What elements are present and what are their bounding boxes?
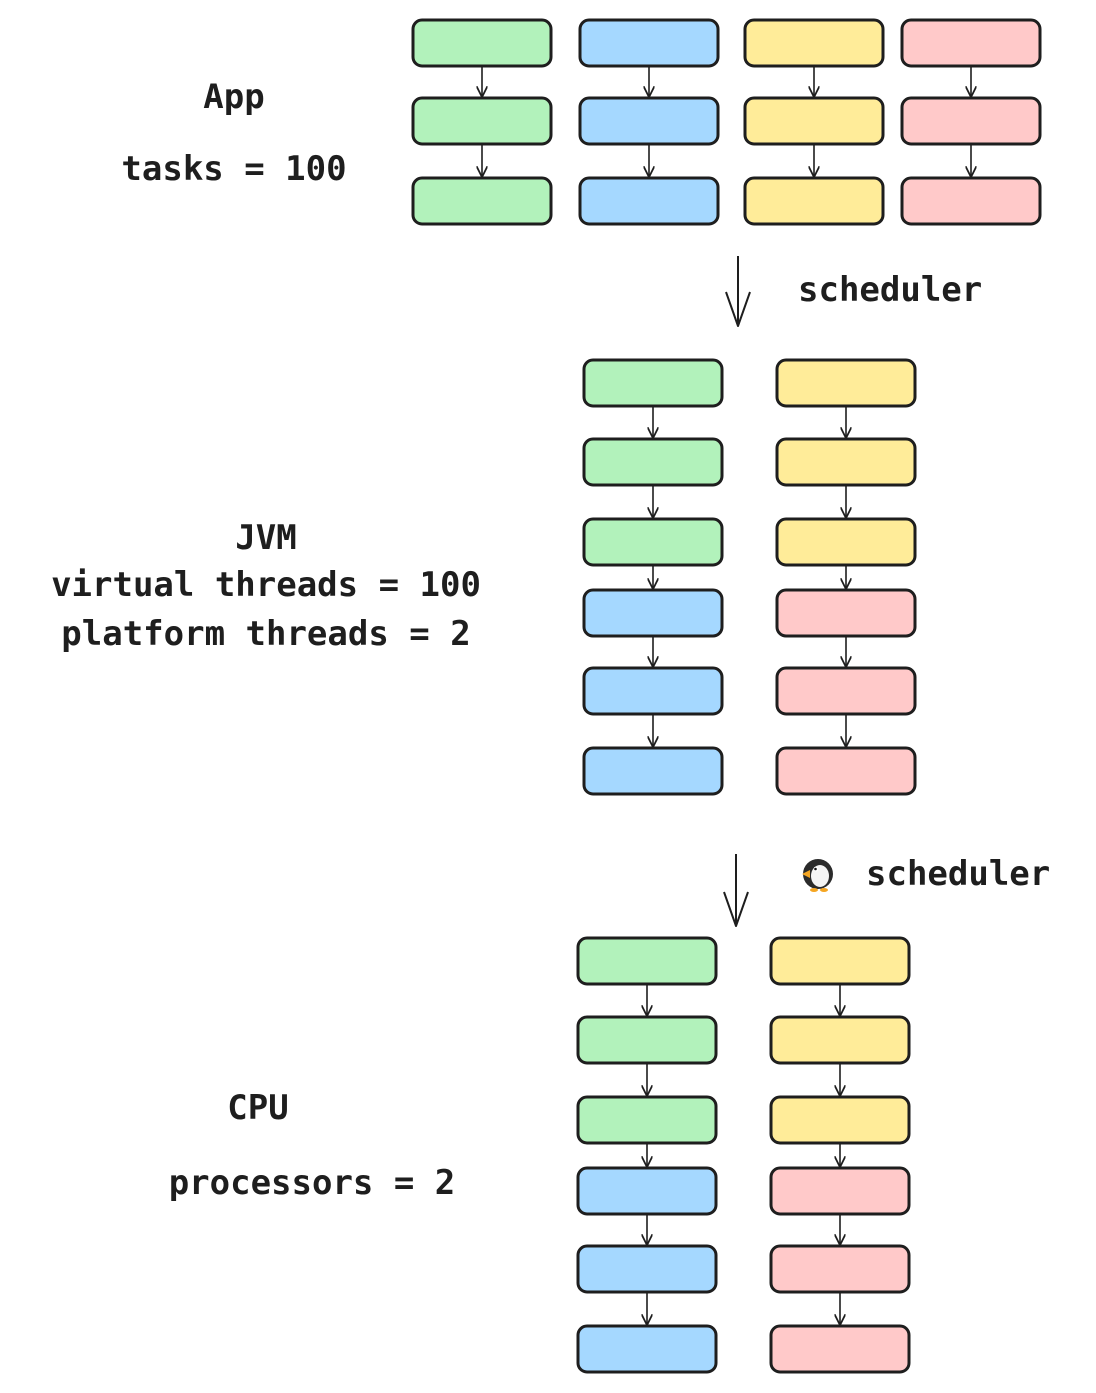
cpu-processor-columns: [576, 936, 911, 1374]
app-task-box-red: [900, 176, 1042, 226]
app-task-box-yellow: [743, 96, 885, 146]
cpu-slot-box-yellow: [769, 1095, 911, 1145]
jvm-thread-box-red: [775, 588, 917, 638]
jvm-thread-box-blue: [582, 588, 724, 638]
cpu-slot-box-yellow: [769, 936, 911, 986]
jvm-thread-box-green: [582, 358, 724, 408]
jvm-virtual-threads: virtual threads = 100: [51, 565, 481, 605]
app-task-box-red: [900, 18, 1042, 68]
cpu-slot-box-blue: [576, 1244, 718, 1294]
cpu-slot-box-blue: [576, 1166, 718, 1216]
app-task-box-yellow: [743, 18, 885, 68]
cpu-slot-box-red: [769, 1244, 911, 1294]
app-task-box-red: [900, 96, 1042, 146]
jvm-thread-box-blue: [582, 746, 724, 796]
scheduler-arrow-jvm-to-cpu: [723, 854, 749, 927]
app-task-box-yellow: [743, 176, 885, 226]
scheduler-label-os: scheduler: [866, 854, 1051, 894]
cpu-slot-box-green: [576, 936, 718, 986]
cpu-slot-box-red: [769, 1324, 911, 1374]
scheduler-arrow-app-to-jvm: [725, 256, 751, 327]
cpu-slot-box-yellow: [769, 1015, 911, 1065]
jvm-thread-box-yellow: [775, 437, 917, 487]
cpu-slot-box-red: [769, 1166, 911, 1216]
cpu-slot-box-green: [576, 1095, 718, 1145]
app-task-box-blue: [578, 176, 720, 226]
app-task-box-green: [411, 176, 553, 226]
jvm-thread-box-yellow: [775, 358, 917, 408]
scheduler-label-jvm: scheduler: [798, 270, 983, 310]
jvm-thread-box-yellow: [775, 517, 917, 567]
cpu-slot-box-green: [576, 1015, 718, 1065]
penguin-icon: [802, 859, 833, 892]
app-title: App: [203, 77, 265, 117]
jvm-platform-threads: platform threads = 2: [61, 614, 471, 654]
jvm-thread-columns: [582, 358, 917, 796]
app-task-box-blue: [578, 96, 720, 146]
cpu-processors-count: processors = 2: [168, 1163, 456, 1203]
app-tasks-count: tasks = 100: [121, 149, 347, 189]
app-task-columns: [411, 18, 1042, 226]
app-task-box-green: [411, 18, 553, 68]
jvm-title: JVM: [235, 518, 297, 558]
jvm-thread-box-red: [775, 666, 917, 716]
jvm-thread-box-green: [582, 437, 724, 487]
jvm-thread-box-blue: [582, 666, 724, 716]
app-task-box-green: [411, 96, 553, 146]
jvm-thread-box-red: [775, 746, 917, 796]
app-task-box-blue: [578, 18, 720, 68]
cpu-slot-box-blue: [576, 1324, 718, 1374]
jvm-thread-box-green: [582, 517, 724, 567]
cpu-title: CPU: [227, 1088, 289, 1128]
